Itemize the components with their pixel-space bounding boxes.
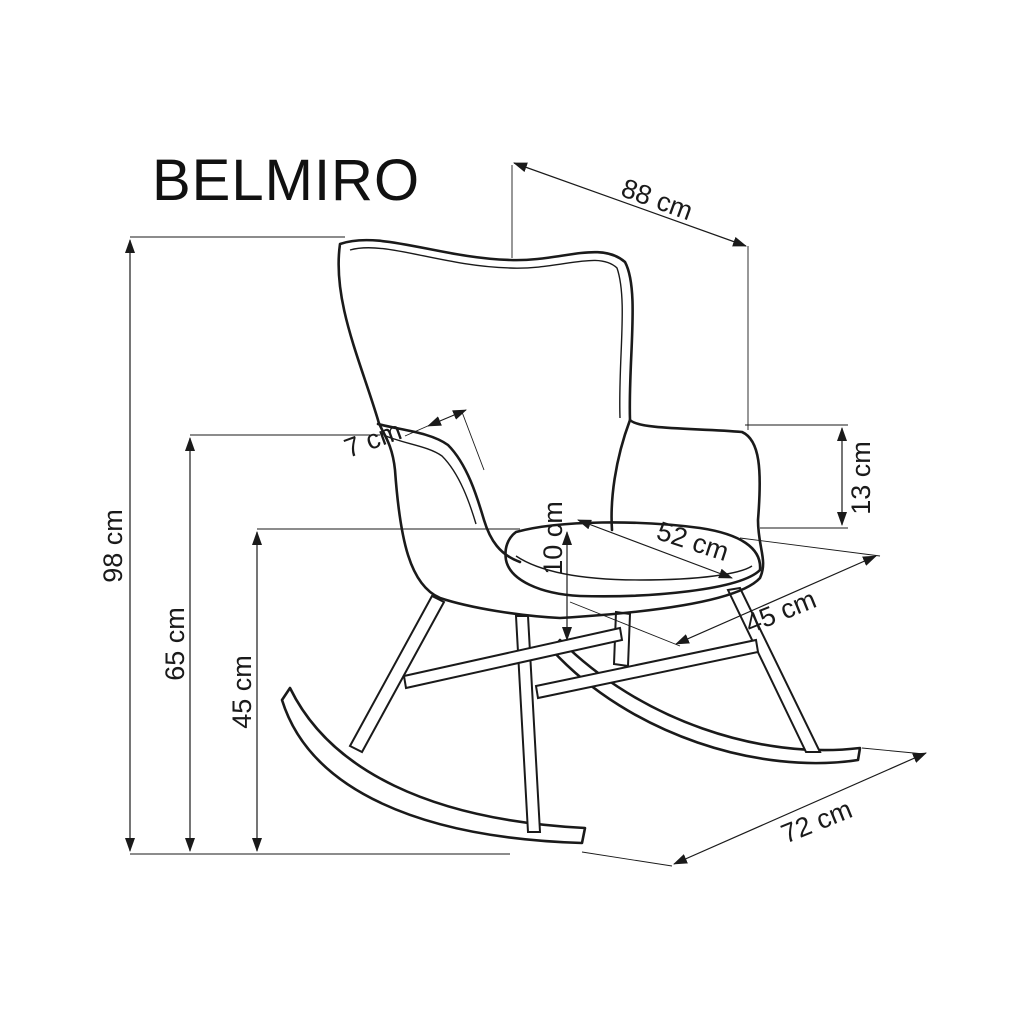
chair-backrest-inner — [349, 247, 623, 419]
label-total-height: 98 cm — [98, 509, 128, 583]
label-arm-width: 7 cm — [340, 415, 405, 463]
label-armrest-height: 65 cm — [160, 607, 190, 681]
product-title: BELMIRO — [152, 148, 420, 213]
stretcher-right — [534, 638, 760, 700]
stretcher-left — [402, 626, 624, 690]
label-width: 88 cm — [617, 173, 696, 226]
leg-front-left — [348, 594, 446, 754]
dim-line-width — [513, 162, 747, 247]
chair-drawing — [280, 238, 862, 845]
label-seat-depth: 45 cm — [741, 584, 820, 639]
label-depth: 72 cm — [777, 794, 856, 849]
dim-line-arm-width — [427, 409, 467, 427]
dim-line-depth — [673, 752, 927, 865]
label-seat-width: 52 cm — [653, 516, 732, 567]
label-arm-above-seat: 13 cm — [846, 441, 876, 515]
dimension-lines — [125, 162, 927, 867]
chair-arm-right — [610, 418, 632, 532]
dim-line-seat-depth — [675, 555, 877, 645]
label-seat-height: 45 cm — [227, 655, 257, 729]
rocker-runner-left — [280, 686, 587, 845]
chair-arm-left-inner — [385, 435, 477, 525]
label-cushion: 10 cm — [538, 501, 568, 575]
